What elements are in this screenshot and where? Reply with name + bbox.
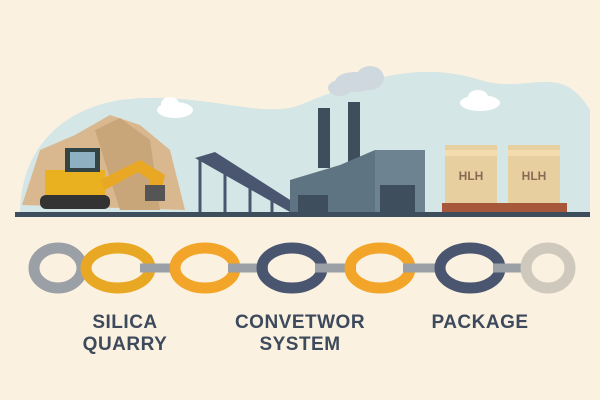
chain-link [28, 242, 88, 294]
stage-label-line: CONVETWOR [234, 312, 366, 333]
chain-link [434, 242, 506, 294]
factory-icon [290, 102, 425, 212]
stage-label-silica-quarry: SILICA QUARRY [70, 312, 180, 356]
svg-text:HLH: HLH [522, 169, 547, 183]
cloud-icon [460, 90, 500, 111]
chain [28, 242, 576, 294]
stage-label-line: SILICA [92, 312, 158, 333]
excavator-icon [40, 148, 165, 209]
svg-text:HLH: HLH [459, 169, 484, 183]
stage-label-line: PACKAGE [431, 312, 529, 333]
package-pallet-icon: HLH HLH [442, 145, 567, 212]
stage-label-line: QUARRY [82, 334, 168, 355]
ground-line [15, 212, 590, 217]
chain-link [169, 242, 241, 294]
conveyor-icon [195, 152, 298, 212]
stage-label-conveyor-system: CONVETWOR SYSTEM [225, 312, 375, 356]
chain-link [520, 242, 576, 294]
chain-link [344, 242, 416, 294]
smoke-cloud-icon [328, 66, 384, 96]
cloud-icon [157, 97, 193, 118]
stage-label-line: SYSTEM [259, 334, 341, 355]
chain-link [256, 242, 328, 294]
stage-label-package: PACKAGE [420, 312, 540, 334]
